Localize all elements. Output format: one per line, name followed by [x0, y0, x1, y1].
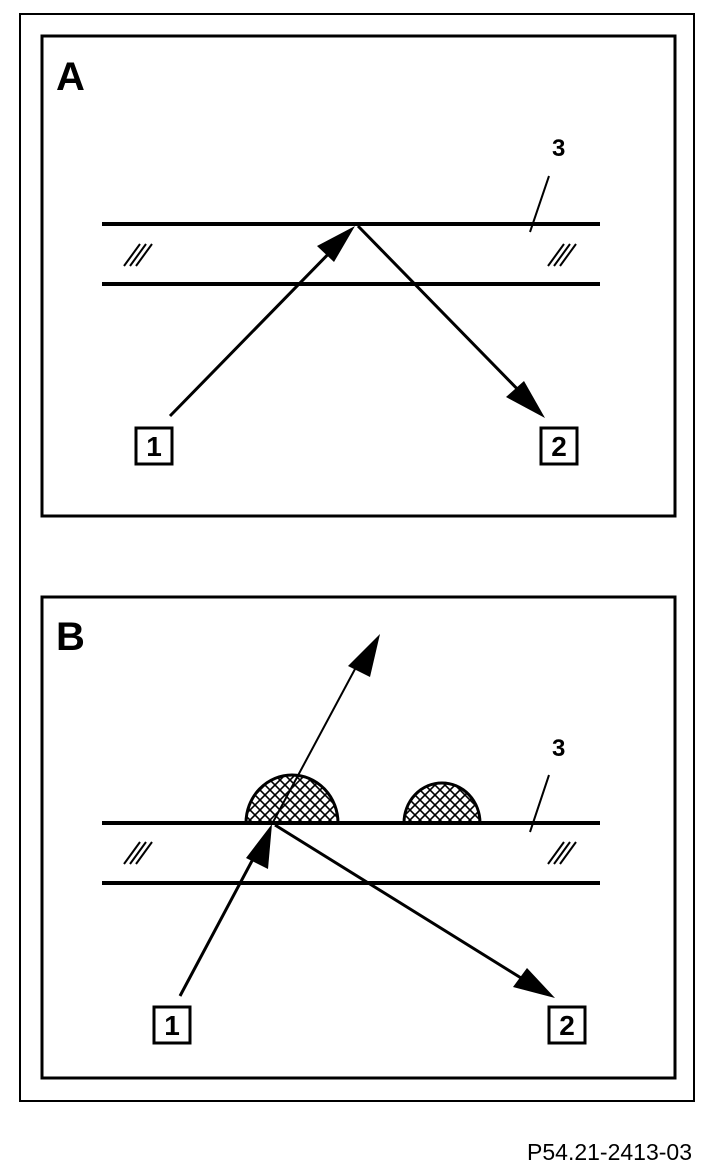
figure-reference-code: P54.21-2413-03 — [527, 1139, 692, 1165]
box-label-2: 2 — [559, 1010, 575, 1041]
glass-hatch-right — [547, 841, 577, 865]
label-glass-leader — [529, 175, 550, 233]
reflected-arrowhead — [513, 968, 555, 998]
box-label-1-frame — [152, 1005, 192, 1045]
incoming-light-ray — [168, 238, 344, 418]
box-label-2-frame — [539, 426, 579, 466]
outer-frame — [19, 13, 695, 1102]
box-label-1: 1 — [164, 1010, 180, 1041]
scattered-arrowhead — [348, 634, 380, 677]
label-glass-leader — [529, 774, 550, 833]
panel-b: B 3 1 2 — [40, 595, 677, 1080]
box-label-1: 1 — [146, 431, 162, 462]
box-label-2: 2 — [551, 431, 567, 462]
box-label-2-frame — [547, 1005, 587, 1045]
reflected-light-ray — [356, 224, 532, 404]
panel-a-letter: A — [56, 55, 85, 99]
label-glass: 3 — [552, 735, 565, 762]
glass-hatch-left — [123, 243, 153, 267]
label-glass: 3 — [552, 135, 565, 162]
reflected-light-ray — [274, 823, 535, 988]
scattered-light-ray — [271, 655, 363, 825]
dirt-particle-large — [244, 773, 340, 825]
box-label-1-frame — [134, 426, 174, 466]
reflected-arrowhead — [506, 381, 545, 418]
panel-b-letter: B — [56, 615, 85, 659]
incoming-arrowhead — [246, 824, 272, 869]
glass-hatch-left — [123, 841, 153, 865]
dirt-particle-small — [402, 781, 482, 825]
glass-hatch-right — [547, 243, 577, 267]
incoming-light-ray — [178, 841, 264, 997]
panel-a: A 3 1 2 — [40, 34, 677, 518]
panel-b-border — [40, 595, 677, 1080]
incoming-arrowhead — [317, 226, 355, 262]
panel-a-border — [40, 34, 677, 518]
